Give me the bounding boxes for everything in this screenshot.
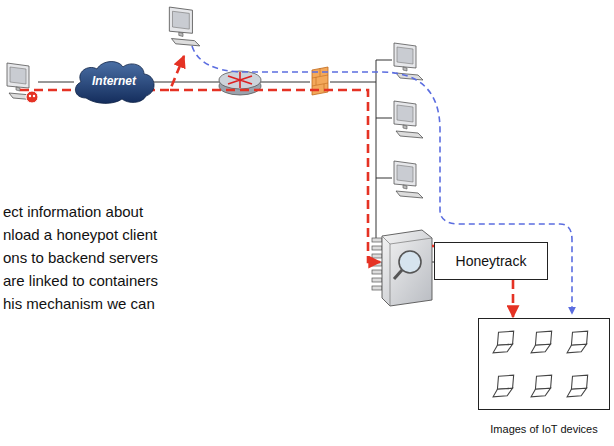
server-symbol xyxy=(372,238,382,242)
cloud-outline xyxy=(75,62,154,104)
network-wire xyxy=(154,82,220,83)
attacker-computer xyxy=(7,63,38,103)
response-flow xyxy=(192,46,572,314)
server-symbol xyxy=(382,236,432,306)
network-computer xyxy=(394,161,423,198)
network-wire xyxy=(376,60,377,240)
paragraph-fragment: nload a honeypot client xyxy=(3,226,157,243)
remote-computer xyxy=(169,7,199,46)
server-symbol xyxy=(394,270,402,279)
remote-computer xyxy=(169,7,199,46)
box-caption: Images of IoT devices xyxy=(469,423,614,435)
server-symbol xyxy=(372,270,382,274)
network-wire xyxy=(330,82,376,83)
router-symbol xyxy=(219,71,261,89)
iot-laptop-icon xyxy=(567,331,588,353)
paragraph-fragment: ect information about xyxy=(3,203,143,220)
attack-flow-arrow xyxy=(512,280,515,317)
iot-laptop-icon xyxy=(531,331,552,353)
router-symbol xyxy=(219,71,261,95)
server-symbol xyxy=(372,238,382,290)
paragraph-fragment: are linked to containers xyxy=(3,272,158,289)
iot-laptop-icon xyxy=(493,331,514,353)
paragraph-fragment: his mechanism we can xyxy=(3,295,155,312)
network-wire xyxy=(38,82,74,83)
attacker-computer xyxy=(26,91,38,103)
container-images-box: Images of IoT devices xyxy=(478,318,610,410)
network-wire xyxy=(376,60,392,61)
cloud-label: Internet xyxy=(92,74,136,88)
attacker-computer xyxy=(29,95,31,97)
server-symbol xyxy=(399,251,421,273)
server-symbol xyxy=(382,230,432,306)
server-symbol xyxy=(372,230,432,306)
iot-laptop-icon xyxy=(567,375,588,397)
network-wire xyxy=(376,178,392,179)
server-symbol xyxy=(372,246,382,250)
internet-cloud: Internet xyxy=(72,58,156,104)
network-wire xyxy=(376,118,392,119)
server-symbol xyxy=(372,286,382,290)
honeytrack-box: Honeytrack xyxy=(434,242,548,280)
network-computer xyxy=(394,43,423,198)
attack-flow xyxy=(170,90,380,262)
iot-laptop-icon xyxy=(493,375,514,397)
server-symbol xyxy=(372,254,382,258)
paragraph-fragment: ons to backend servers xyxy=(3,249,158,266)
network-wire xyxy=(260,82,310,83)
iot-laptop-icon xyxy=(531,375,552,397)
iot-laptop-icon xyxy=(493,331,588,397)
box-label: Honeytrack xyxy=(456,253,527,269)
network-computer xyxy=(394,101,423,138)
router-symbol xyxy=(239,72,241,88)
response-flow xyxy=(192,46,572,314)
server-symbol xyxy=(372,278,382,282)
attacker-computer xyxy=(33,95,35,97)
network-computer xyxy=(394,43,423,80)
